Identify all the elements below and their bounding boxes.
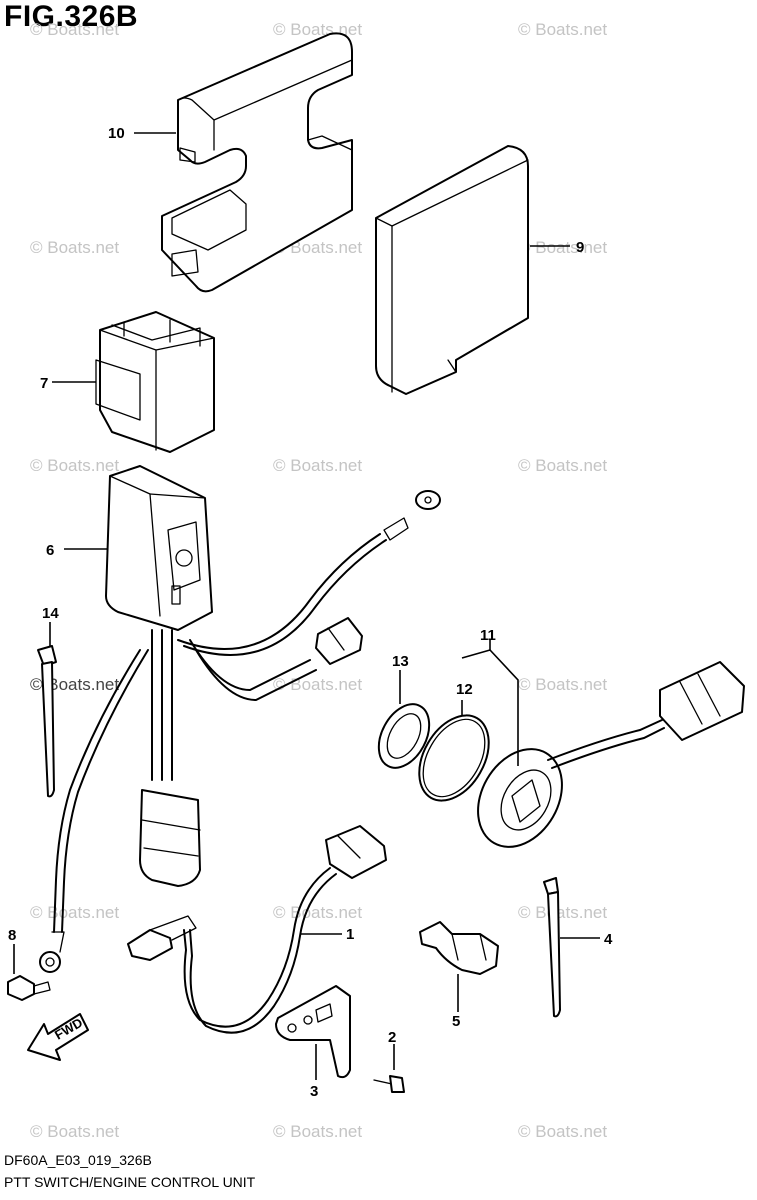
callout-2: 2 <box>388 1029 396 1046</box>
callout-1: 1 <box>346 926 354 943</box>
part-1-harness[interactable] <box>127 825 387 1034</box>
part-6-ptt-switch-harness[interactable] <box>39 465 441 973</box>
part-12-o-ring[interactable] <box>405 703 503 813</box>
callout-4: 4 <box>604 931 613 948</box>
watermark: © Boats.net <box>518 20 608 39</box>
callout-8: 8 <box>8 927 16 944</box>
watermark: © Boats.net <box>30 20 120 39</box>
callout-10: 10 <box>108 125 125 142</box>
part-8-bolt[interactable] <box>7 975 51 1001</box>
figure-code: DF60A_E03_019_326B <box>4 1152 152 1168</box>
watermark: © Boats.net <box>518 675 608 694</box>
watermark: © Boats.net <box>273 456 363 475</box>
callout-11: 11 <box>480 627 496 644</box>
fwd-arrow-icon <box>27 1013 89 1061</box>
watermark: © Boats.net <box>518 1122 608 1141</box>
figure-caption: PTT SWITCH/ENGINE CONTROL UNIT <box>4 1174 256 1190</box>
watermark: © Boats.net <box>518 903 608 922</box>
callout-3: 3 <box>310 1083 318 1100</box>
callout-6: 6 <box>46 542 54 559</box>
part-9-engine-control-unit[interactable] <box>375 145 529 395</box>
part-14-cable-tie[interactable] <box>37 645 57 798</box>
watermark: © Boats.net <box>30 238 120 257</box>
callout-14: 14 <box>42 605 59 622</box>
watermark: © Boats.net <box>30 456 120 475</box>
watermark: © Boats.net <box>30 903 120 922</box>
part-3-bracket[interactable] <box>275 985 351 1079</box>
part-5-clamp[interactable] <box>419 921 499 975</box>
callout-9: 9 <box>576 239 584 256</box>
watermark: © Boats.net <box>273 1122 363 1141</box>
watermark: © Boats.net <box>273 903 363 922</box>
part-10-ecu-holder[interactable] <box>161 32 353 293</box>
figure-title: FIG.326B <box>4 0 139 33</box>
part-4-cable-tie[interactable] <box>543 877 561 1018</box>
part-11-ptt-switch[interactable] <box>461 661 745 862</box>
watermark: © Boats.net <box>30 1122 120 1141</box>
part-7-connector-box[interactable] <box>95 311 215 453</box>
callout-13: 13 <box>392 653 409 670</box>
watermark: © Boats.net <box>518 238 608 257</box>
watermark: © Boats.net <box>518 456 608 475</box>
callout-5: 5 <box>452 1013 460 1030</box>
part-13-grommet[interactable] <box>369 696 440 777</box>
part-2-screw[interactable] <box>373 1075 405 1093</box>
callout-7: 7 <box>40 375 48 392</box>
callout-12: 12 <box>456 681 473 698</box>
